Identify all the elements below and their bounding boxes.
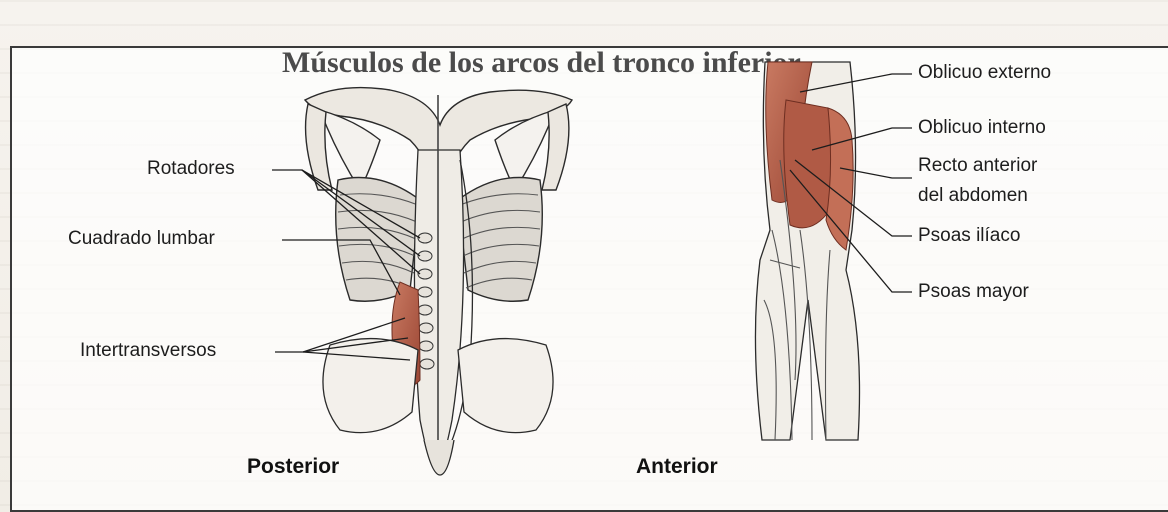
label-rotadores: Rotadores: [147, 158, 235, 180]
label-intertransversos: Intertransversos: [80, 340, 216, 362]
label-psoas-iliaco: Psoas ilíaco: [918, 225, 1020, 247]
internal-oblique-muscle: [784, 100, 833, 228]
label-recto-anterior: Recto anterior: [918, 155, 1037, 177]
caption-posterior: Posterior: [247, 455, 339, 479]
label-oblicuo-interno: Oblicuo interno: [918, 117, 1046, 139]
label-oblicuo-externo: Oblicuo externo: [918, 62, 1051, 84]
caption-anterior: Anterior: [636, 455, 718, 479]
label-del-abdomen: del abdomen: [918, 185, 1028, 207]
label-cuadrado-lumbar: Cuadrado lumbar: [68, 228, 215, 250]
label-psoas-mayor: Psoas mayor: [918, 281, 1029, 303]
spine-column: [414, 95, 472, 470]
